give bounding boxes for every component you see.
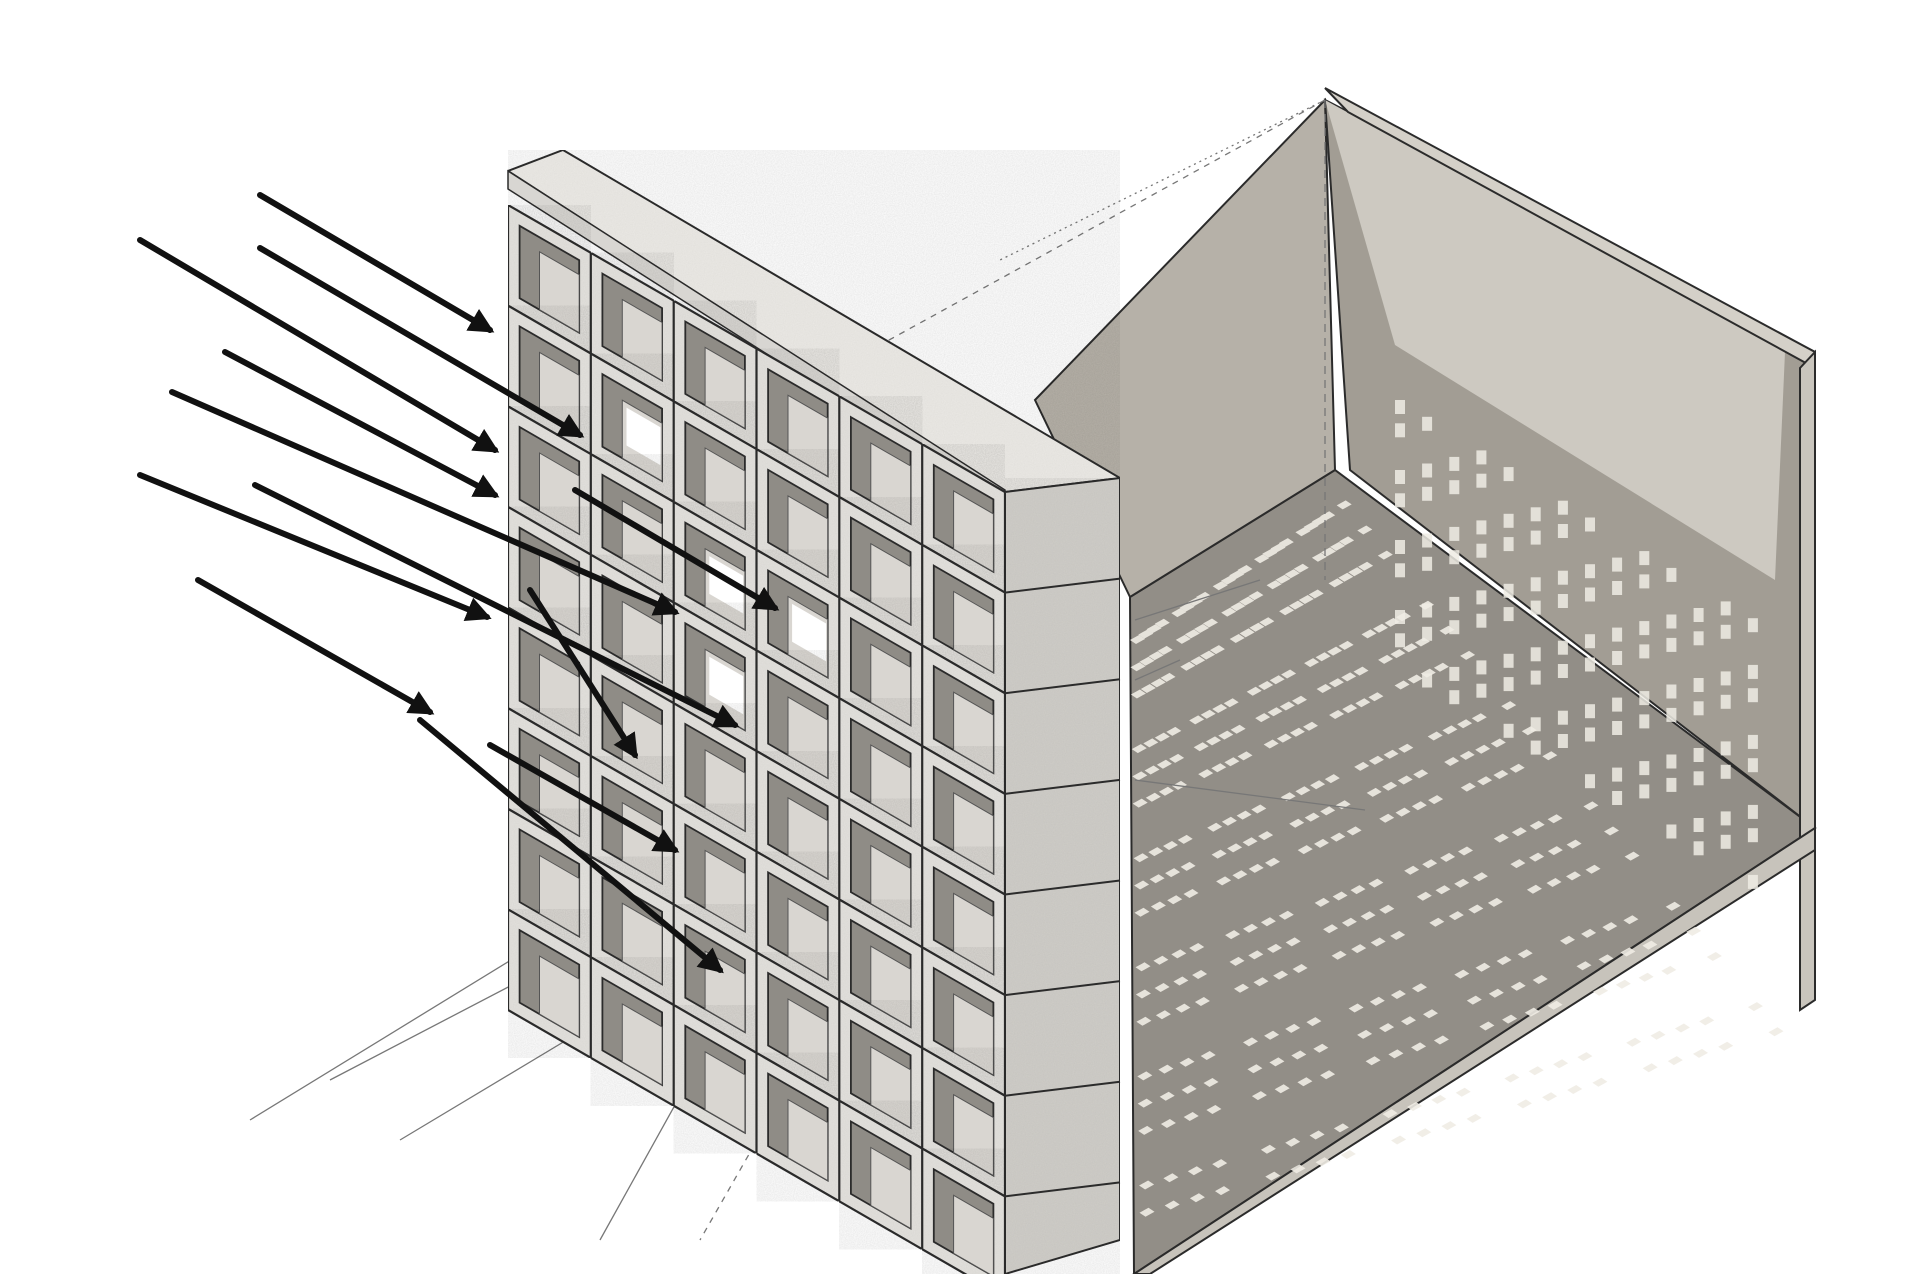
wall-side-joint	[1004, 577, 1121, 594]
sun-ray-arrow-9	[195, 577, 435, 715]
breeze-block	[755, 749, 841, 902]
construction-line-2	[999, 99, 1326, 261]
block-opening-depth	[704, 1050, 746, 1134]
construction-line-1	[879, 99, 1326, 346]
sun-ray-arrows	[137, 192, 780, 974]
sun-ray-arrow-3	[257, 245, 585, 438]
wall-side-joint	[1004, 1181, 1121, 1198]
sun-ray-arrow-12	[417, 717, 724, 974]
breeze-block	[921, 442, 1007, 595]
block-opening-depth	[787, 796, 829, 880]
block-opening-depth	[870, 542, 912, 626]
block-opening-depth	[870, 844, 912, 928]
breeze-block	[589, 955, 675, 1108]
construction-line-11	[1134, 659, 1181, 681]
block-opening-depth	[953, 1093, 994, 1177]
construction-line-5	[1134, 779, 1366, 811]
breeze-block	[921, 744, 1007, 897]
block-opening-depth	[621, 298, 663, 382]
see-through-light	[709, 556, 744, 614]
block-opening-depth	[704, 749, 746, 832]
breeze-block	[921, 844, 1007, 998]
breeze-block	[838, 1098, 924, 1252]
wall-side-joint	[1004, 980, 1121, 997]
breeze-block	[506, 706, 592, 859]
construction-line-4	[1134, 579, 1261, 621]
sun-ray-arrow-11	[487, 742, 680, 853]
block-opening-depth	[704, 346, 746, 430]
block-opening-depth	[870, 1045, 912, 1129]
block-opening-depth	[621, 902, 663, 986]
block-opening-depth	[787, 1098, 829, 1182]
sun-ray-arrow-5	[169, 389, 680, 616]
block-opening-depth	[787, 495, 829, 578]
wall-side-joint	[1004, 678, 1121, 695]
block-opening-depth	[870, 1146, 912, 1230]
block-opening-depth	[539, 653, 580, 737]
block-opening-depth	[787, 897, 829, 981]
block-opening-depth	[621, 1003, 663, 1086]
wall-side-joint	[1004, 879, 1121, 896]
back-wall-light-pattern	[1395, 400, 1758, 889]
block-opening-depth	[539, 552, 580, 636]
block-opening-depth	[621, 600, 663, 684]
block-opening-depth	[787, 696, 829, 779]
block-opening-depth	[539, 955, 580, 1038]
block-opening-depth	[953, 590, 994, 674]
block-opening-depth	[539, 854, 580, 938]
breeze-block	[755, 447, 841, 600]
block-opening-depth	[953, 1194, 994, 1274]
block-opening-depth	[704, 849, 746, 933]
breeze-block	[672, 1003, 758, 1156]
block-opening-depth	[870, 945, 912, 1028]
block-opening-depth	[953, 691, 994, 774]
sun-ray-arrow-10	[527, 587, 638, 760]
wall-side-joint	[1004, 1080, 1121, 1097]
breeze-block	[506, 907, 592, 1060]
wall-side-joint	[1004, 778, 1121, 795]
block-opening-depth	[539, 452, 580, 535]
sun-ray-arrow-7	[137, 472, 492, 622]
block-opening-depth	[539, 754, 580, 837]
breeze-block	[921, 945, 1007, 1098]
see-through-light	[626, 407, 661, 466]
breeze-block	[921, 1146, 1007, 1274]
breeze-block	[755, 1050, 841, 1204]
floor-light-pattern	[1130, 500, 1784, 1217]
see-through-light	[792, 603, 827, 662]
block-opening-depth	[704, 447, 746, 530]
block-opening-depth	[539, 250, 580, 334]
sun-ray-arrow-2	[137, 237, 500, 453]
wall-end-thickness	[1799, 349, 1816, 1012]
breeze-block	[838, 796, 924, 950]
see-through-light	[709, 656, 744, 715]
breeze-block-wall	[505, 148, 1124, 1274]
breeze-block	[589, 653, 675, 806]
room-enclosure	[1033, 87, 1817, 1274]
breeze-block	[921, 643, 1007, 796]
breeze-block	[755, 849, 841, 1003]
sun-ray-arrow-8	[252, 482, 740, 728]
block-opening-depth	[787, 998, 829, 1081]
block-opening-depth	[953, 892, 994, 976]
block-opening-depth	[870, 442, 912, 525]
block-opening-depth	[870, 744, 912, 827]
block-opening-depth	[953, 791, 994, 875]
block-opening-depth	[953, 993, 994, 1076]
back-wall-sunlit-area	[1325, 100, 1785, 580]
block-opening-depth	[953, 490, 994, 573]
block-opening-depth	[787, 394, 829, 478]
sun-ray-arrow-4	[222, 349, 500, 498]
breeze-block	[838, 897, 924, 1050]
sun-ray-arrow-6	[572, 487, 780, 611]
sun-ray-arrow-1	[257, 192, 495, 333]
floor-slab-edge	[1132, 826, 1816, 1274]
block-opening-depth	[870, 643, 912, 727]
wall-side-face	[1004, 476, 1121, 1274]
